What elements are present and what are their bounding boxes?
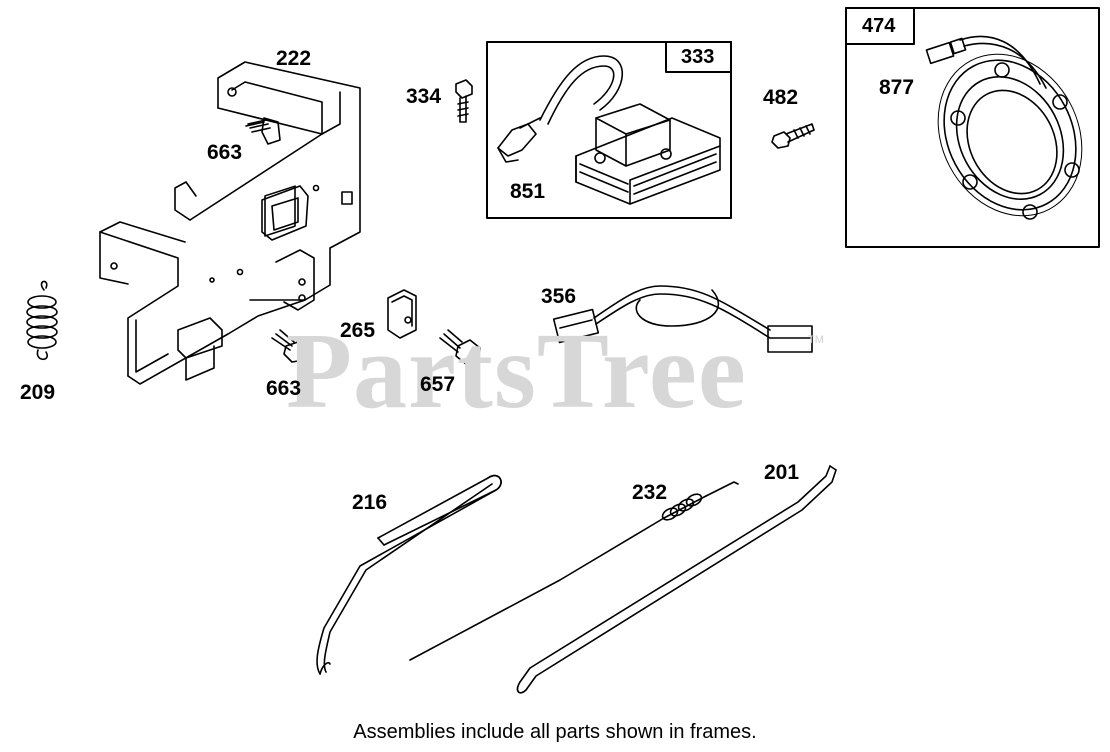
part-label-201: 201 — [764, 461, 800, 484]
bolt-334-part — [455, 79, 473, 123]
rod-201-part — [516, 465, 837, 694]
wire-harness-part — [552, 285, 813, 353]
frame-474-label-box — [845, 7, 915, 45]
part-label-877: 877 — [879, 76, 915, 99]
part-label-663-lower: 663 — [266, 377, 302, 400]
alternator-stator-part — [925, 35, 1083, 220]
part-label-356: 356 — [541, 285, 577, 308]
watermark: PartsTree — [286, 312, 747, 431]
part-label-232: 232 — [632, 481, 668, 504]
watermark-trademark: TM — [808, 334, 824, 346]
frame-333-label: 333 — [681, 46, 715, 68]
ignition-coil-part — [497, 55, 721, 205]
diagram-caption: Assemblies include all parts shown in fr… — [353, 721, 757, 743]
part-label-334: 334 — [406, 85, 442, 108]
spring-link-232-part — [409, 481, 739, 661]
frame-333-label-box — [665, 41, 732, 73]
spring-209-part — [26, 280, 58, 361]
screw-663-upper-part — [245, 117, 281, 145]
part-label-209: 209 — [20, 381, 56, 404]
control-bracket-part — [99, 61, 361, 385]
part-label-222: 222 — [276, 47, 312, 70]
part-label-482: 482 — [763, 86, 799, 109]
screw-482-part — [771, 123, 815, 149]
frame-474-border — [845, 7, 1100, 248]
rod-216-part — [316, 474, 502, 675]
part-label-657: 657 — [420, 373, 456, 396]
screw-663-lower-part — [271, 329, 307, 363]
part-label-216: 216 — [352, 491, 388, 514]
part-label-265: 265 — [340, 319, 376, 342]
frame-474-label: 474 — [862, 15, 896, 37]
frame-333-border — [486, 41, 732, 219]
part-label-663-upper: 663 — [207, 141, 243, 164]
screw-657-part — [439, 329, 481, 365]
part-label-851: 851 — [510, 180, 546, 203]
clip-265-part — [387, 289, 417, 339]
